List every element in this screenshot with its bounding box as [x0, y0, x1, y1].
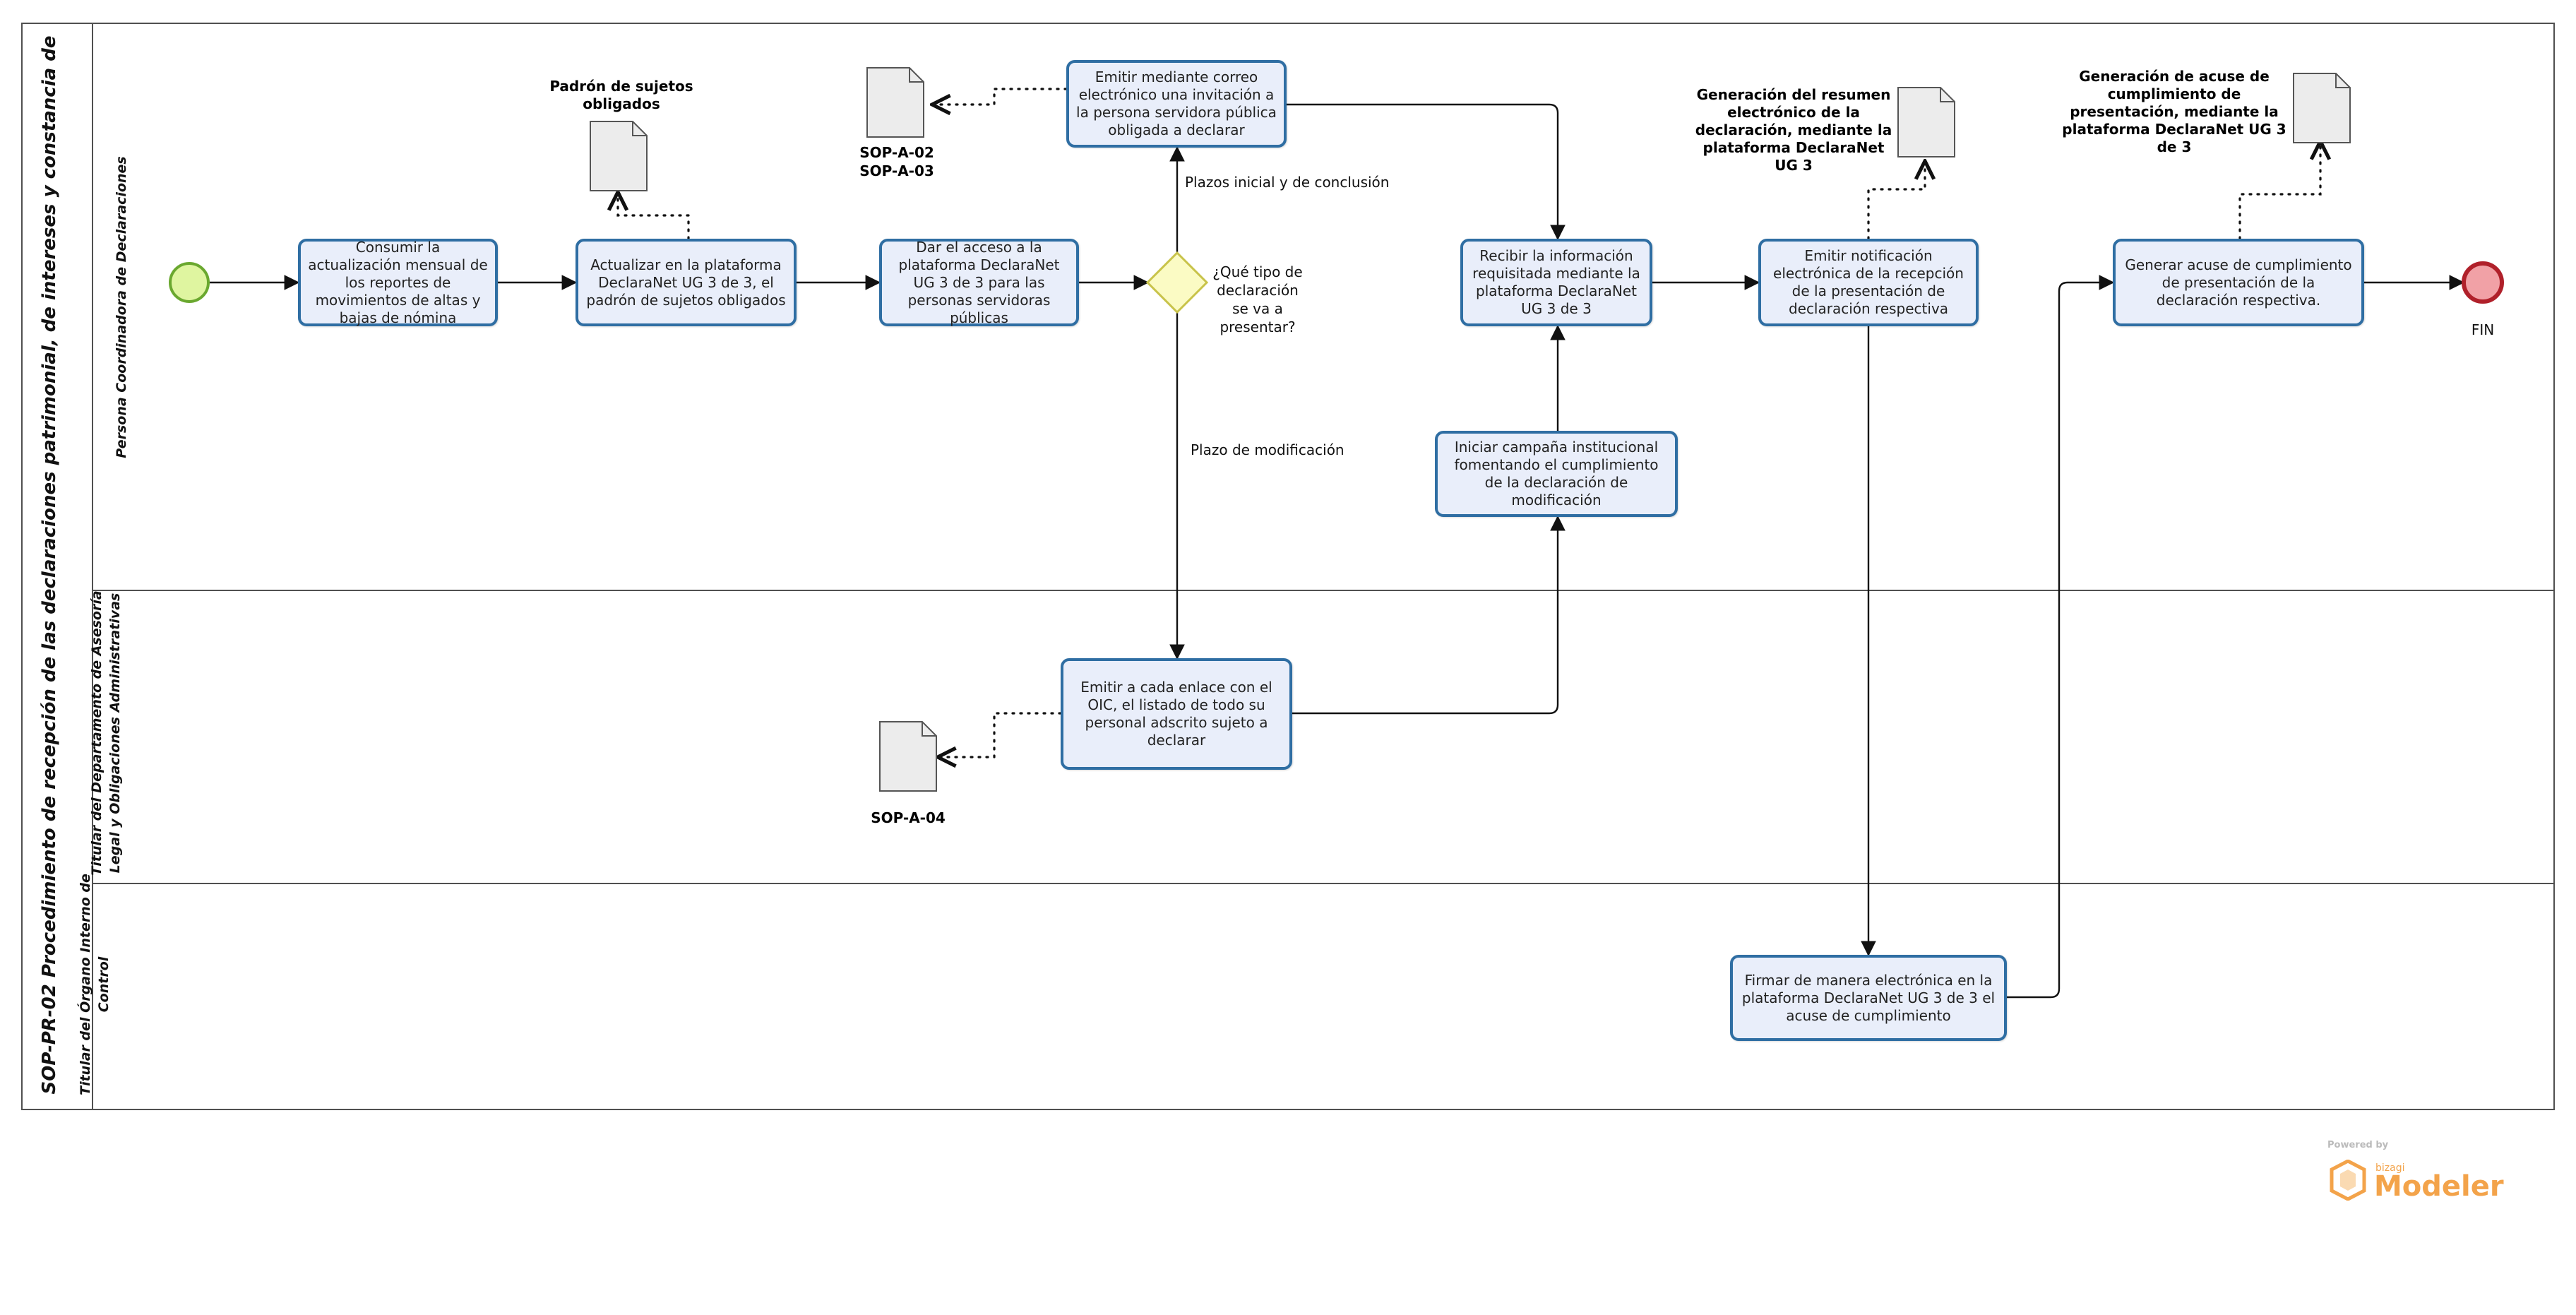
- document-label-sop-a02: SOP-A-02: [859, 144, 934, 161]
- flow-label-plazo-modificacion: Plazo de modificación: [1191, 441, 1344, 458]
- powered-by-text: Powered by: [2327, 1140, 2389, 1150]
- pool-frame: [21, 23, 2555, 1110]
- bizagi-logo: Powered by bizagi Modeler: [2327, 1140, 2511, 1203]
- document-icon: [2293, 73, 2351, 143]
- assoc-notificacion-resumen: [1867, 161, 1925, 240]
- assoc-acuse-doc: [2238, 141, 2320, 240]
- flow-label-plazos-inicial: Plazos inicial y de conclusión: [1185, 174, 1390, 191]
- flow-enlace-campana: [1292, 515, 1566, 715]
- assoc-actualizar-padron: [618, 192, 690, 240]
- document-label-padron: Padrón de sujetos obligados: [549, 78, 693, 112]
- flow-correo-recibir: [1287, 103, 1566, 241]
- task-emitir-listado-enlace[interactable]: Emitir a cada enlace con el OIC, el list…: [1061, 658, 1292, 770]
- end-event-label: FIN: [2471, 321, 2495, 338]
- lane-separator-2: [92, 883, 2555, 884]
- modeler-icon: [2330, 1160, 2366, 1201]
- task-emitir-correo[interactable]: Emitir mediante correo electrónico una i…: [1066, 60, 1287, 148]
- document-label-sop-a03: SOP-A-03: [859, 162, 934, 179]
- task-actualizar-padron[interactable]: Actualizar en la plataforma DeclaraNet U…: [576, 239, 797, 326]
- document-label-acuse: Generación de acuse de cumplimiento de p…: [2062, 68, 2286, 155]
- task-generar-acuse[interactable]: Generar acuse de cumplimiento de present…: [2113, 239, 2364, 326]
- document-label-resumen: Generación del resumen electrónico de la…: [1695, 86, 1892, 174]
- bizagi-small-text: bizagi: [2375, 1162, 2405, 1174]
- gateway-question: ¿Qué tipo de declaración se va a present…: [1212, 263, 1303, 335]
- assoc-correo-sopa02: [932, 88, 1068, 105]
- task-iniciar-campana[interactable]: Iniciar campaña institucional fomentando…: [1435, 431, 1678, 517]
- lane-label-separator: [92, 23, 93, 1110]
- gateway-exclusive[interactable]: [1145, 251, 1209, 314]
- flow-firmar-acuse: [2007, 275, 2115, 999]
- document-icon: [879, 721, 937, 792]
- end-event[interactable]: [2462, 261, 2504, 304]
- document-icon: [1897, 87, 1955, 157]
- task-emitir-notificacion[interactable]: Emitir notificación electrónica de la re…: [1758, 239, 1979, 326]
- modeler-text: Modeler: [2374, 1170, 2504, 1203]
- task-dar-acceso[interactable]: Dar el acceso a la plataforma DeclaraNet…: [879, 239, 1079, 326]
- task-recibir-informacion[interactable]: Recibir la información requisitada media…: [1460, 239, 1652, 326]
- document-label-sop-a04: SOP-A-04: [871, 809, 946, 826]
- document-icon: [866, 67, 924, 138]
- task-firmar-acuse[interactable]: Firmar de manera electrónica en la plata…: [1730, 955, 2007, 1041]
- assoc-enlace-sopa04: [938, 712, 1062, 757]
- document-icon: [590, 121, 648, 191]
- start-event[interactable]: [169, 262, 210, 303]
- lane-separator-1: [92, 590, 2555, 591]
- task-consumir-actualizacion[interactable]: Consumir la actualización mensual de los…: [298, 239, 498, 326]
